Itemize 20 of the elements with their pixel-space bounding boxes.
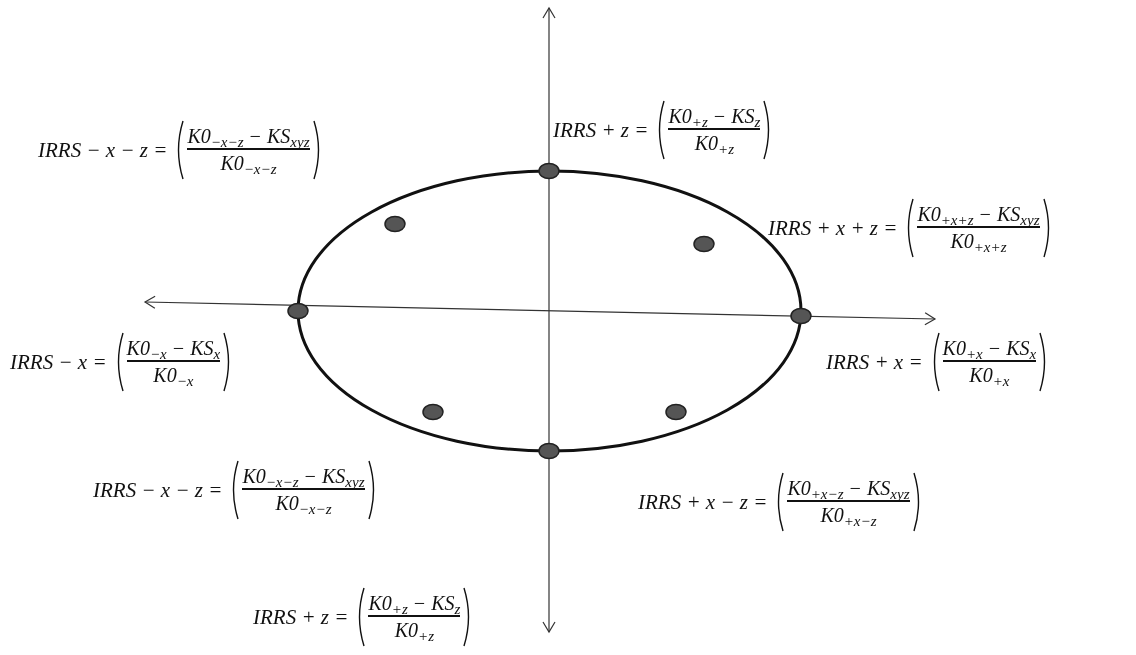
equation-text: IRRS + x − z = xyxy=(638,491,768,513)
numerator-text: K0$_{−x}$ − KS$_{x}$ xyxy=(126,336,221,361)
denominator-text: K0$_{−x−z}$ xyxy=(220,150,277,176)
equation-text: IRRS − x − z = xyxy=(38,139,168,161)
equation-text: IRRS + z = xyxy=(553,119,649,141)
denominator-text: K0$_{+z}$ xyxy=(694,130,735,156)
equation-text: IRRS − x = xyxy=(10,351,107,373)
equation-text: IRRS − x − z = xyxy=(93,479,223,501)
equation-text: IRRS + x + z = xyxy=(768,217,898,239)
denominator-text: K0$_{+x−z}$ xyxy=(820,502,877,528)
denominator-text: K0$_{+x+z}$ xyxy=(950,228,1007,254)
denominator-text: K0$_{−x−z}$ xyxy=(275,490,332,516)
numerator-text: K0$_{+z}$ − KS$_{z}$ xyxy=(368,591,461,616)
numerator-text: K0$_{+x}$ − KS$_{x}$ xyxy=(942,336,1037,361)
denominator-text: K0$_{+z}$ xyxy=(394,617,435,643)
numerator-text: K0$_{+z}$ − KS$_{z}$ xyxy=(668,104,761,129)
equation-text: IRRS + z = xyxy=(253,606,349,628)
equation-text: IRRS + x = xyxy=(826,351,923,373)
denominator-text: K0$_{−x}$ xyxy=(153,362,194,388)
denominator-text: K0$_{+x}$ xyxy=(969,362,1010,388)
